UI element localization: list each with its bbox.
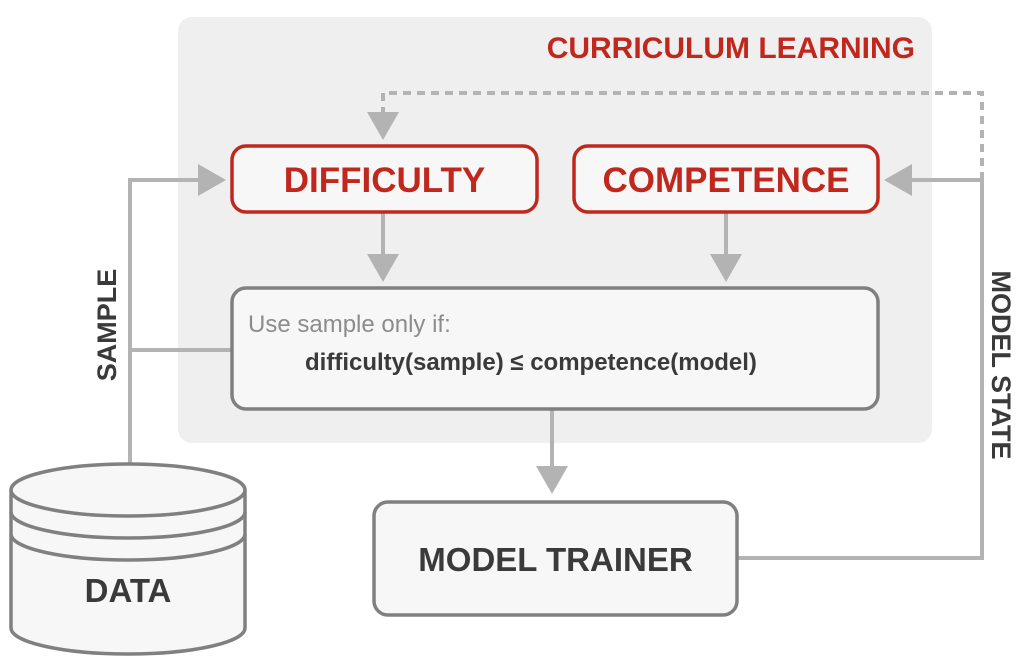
data-store-node: [9, 462, 247, 656]
model-trainer-label: MODEL TRAINER: [418, 541, 693, 578]
difficulty-label: DIFFICULTY: [284, 161, 486, 200]
data-label: DATA: [85, 572, 172, 609]
model-state-arrow: [737, 164, 984, 560]
condition-line-1: Use sample only if:: [248, 311, 451, 338]
competence-label: COMPETENCE: [603, 161, 850, 200]
feedback-dashed-arrow: [367, 91, 984, 180]
sample-arrow: [128, 164, 226, 463]
sample-edge-label: SAMPLE: [92, 269, 122, 382]
difficulty-node: DIFFICULTY: [230, 144, 539, 214]
competence-node: COMPETENCE: [572, 144, 880, 214]
model-trainer-node: MODEL TRAINER: [372, 500, 739, 617]
condition-node: Use sample only if: difficulty(sample) ≤…: [230, 286, 880, 411]
model-state-edge-label: MODEL STATE: [986, 271, 1016, 460]
condition-line-2: difficulty(sample) ≤ competence(model): [305, 349, 757, 376]
panel-title: CURRICULUM LEARNING: [547, 32, 915, 65]
